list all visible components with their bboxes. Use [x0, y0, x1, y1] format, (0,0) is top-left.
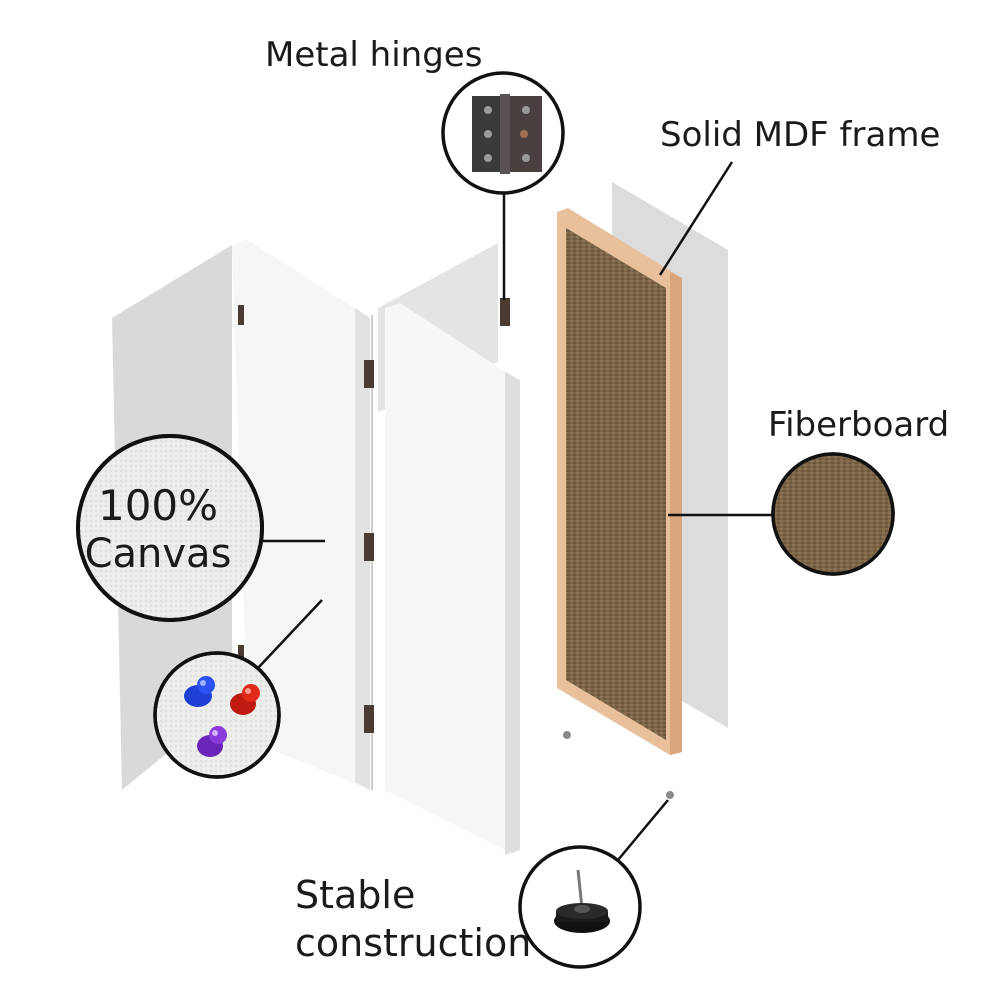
push-pin-icon — [184, 676, 215, 707]
stable-label: Stable — [295, 873, 416, 917]
hinge-icon — [238, 305, 244, 325]
push-pin-icon — [197, 726, 227, 757]
fiberboard-panel — [566, 228, 666, 740]
hinge-icon — [364, 360, 374, 388]
solid-mdf-frame-label: Solid MDF frame — [660, 115, 941, 155]
screw-dot — [666, 791, 674, 799]
construction-label: construction — [295, 921, 532, 965]
canvas-callout — [76, 434, 264, 622]
hinge-icon — [364, 533, 374, 561]
hinge-callout — [441, 71, 565, 195]
screw-dot — [563, 731, 571, 739]
folding-screen — [112, 240, 520, 855]
panel-left-front — [232, 240, 370, 790]
canvas-swatch-icon — [78, 436, 262, 620]
fiberboard-swatch-icon — [773, 454, 893, 574]
hinge-icon — [500, 298, 510, 326]
floor-glide-callout — [518, 845, 642, 969]
floor-glide-icon — [554, 869, 610, 933]
canvas-word-text: Canvas — [84, 531, 232, 577]
canvas-percent-text: 100% — [97, 481, 219, 530]
hinge-icon — [364, 705, 374, 733]
fiberboard-label: Fiberboard — [768, 405, 950, 445]
push-pin-callout — [153, 651, 281, 779]
leader-lines — [257, 161, 773, 861]
panel-left-edge — [355, 308, 370, 790]
metal-hinges-label: Metal hinges — [265, 35, 483, 75]
mdf-frame-edge — [670, 272, 682, 755]
exploded-layers — [557, 182, 728, 799]
push-pin-icon — [230, 684, 260, 715]
panel-right-front — [385, 303, 515, 855]
fiberboard-callout — [771, 452, 895, 576]
panel-right-side — [505, 372, 520, 855]
hinge-icon — [238, 645, 244, 665]
hinge-icon — [472, 94, 542, 174]
panel-hinges — [238, 298, 510, 733]
